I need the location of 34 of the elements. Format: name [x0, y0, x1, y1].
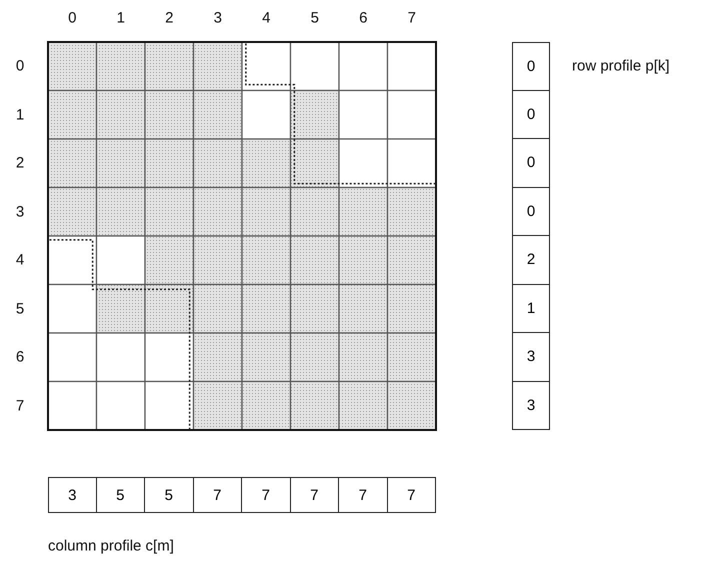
column-index: 5	[310, 10, 319, 26]
caption: row profile p[k]	[572, 58, 670, 75]
caption: column profile c[m]	[48, 538, 174, 554]
profile-value: 5	[144, 477, 194, 513]
profile-value: 3	[512, 380, 550, 430]
row-index: 1	[16, 106, 24, 124]
profile-value: 0	[512, 138, 550, 188]
row-index: 7	[16, 397, 24, 414]
profile-value: 7	[386, 477, 436, 513]
profile-value: 7	[192, 477, 242, 513]
profile-value: 1	[512, 284, 550, 333]
profile-value: 7	[338, 477, 388, 513]
row-index: 0	[16, 58, 24, 75]
profile-value: 3	[512, 332, 550, 382]
profile-value: 3	[48, 477, 96, 513]
profile-value: 2	[512, 235, 550, 284]
column-index: 1	[116, 10, 125, 26]
profile-value: 7	[241, 477, 290, 513]
column-index: 4	[262, 10, 270, 26]
row-index: 2	[16, 154, 24, 172]
profile-value: 0	[512, 90, 550, 139]
column-index: 6	[359, 10, 368, 26]
profile-value: 5	[96, 477, 145, 513]
column-index: 0	[68, 10, 76, 26]
profile-value: 7	[290, 477, 339, 513]
row-index: 6	[16, 348, 24, 366]
column-index: 7	[408, 10, 416, 26]
row-index: 3	[16, 203, 24, 220]
profile-value: 0	[512, 42, 550, 90]
row-index: 4	[16, 252, 24, 269]
column-index: 2	[165, 10, 174, 26]
row-index: 5	[16, 300, 24, 318]
profile-value: 0	[512, 186, 550, 236]
column-index: 3	[214, 10, 222, 26]
